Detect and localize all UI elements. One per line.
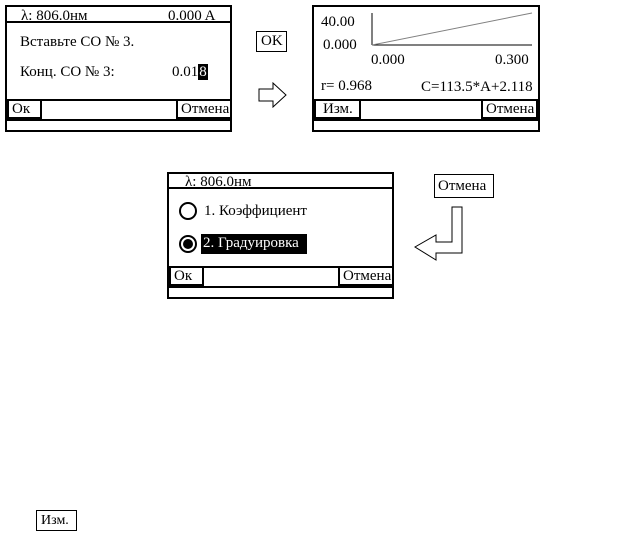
softkey-divider-top: [169, 266, 392, 268]
radio-calibration[interactable]: [179, 235, 197, 253]
cancel-key[interactable]: Отмена: [434, 174, 494, 198]
arrow-right-icon: [258, 82, 287, 108]
softkey-divider-top: [314, 99, 538, 101]
ok-key[interactable]: OK: [256, 31, 287, 52]
concentration-value: 0.01: [172, 64, 199, 80]
screen-concentration-entry: λ: 806.0нм 0.000 A Вставьте СО № 3. Конц…: [5, 5, 232, 132]
x-axis-min: 0.000: [371, 52, 405, 68]
screen-calibration-graph: 40.00 0.000 0.000 0.300 r= 0.968 C=113.5…: [312, 5, 540, 132]
concentration-input[interactable]: 0.018: [172, 64, 208, 80]
concentration-label: Конц. СО № 3:: [20, 64, 115, 80]
cancel-button[interactable]: Отмена: [338, 266, 394, 286]
y-axis-min: 0.000: [323, 37, 357, 53]
wavelength-readout: λ: 806.0нм: [21, 8, 88, 24]
option-coefficient[interactable]: 1. Коэффициент: [179, 201, 379, 223]
softkey-divider-top: [7, 99, 230, 101]
softkey-divider-bottom: [169, 286, 392, 288]
option-calibration-label: 2. Градуировка: [201, 234, 307, 254]
softkey-divider-bottom: [314, 119, 538, 121]
y-axis-max: 40.00: [321, 14, 355, 30]
radio-coefficient[interactable]: [179, 202, 197, 220]
calibration-equation: C=113.5*A+2.118: [421, 79, 533, 95]
header-divider: [169, 187, 392, 189]
cancel-button[interactable]: Отмена: [176, 99, 232, 119]
option-coefficient-label: 1. Коэффициент: [204, 203, 307, 219]
edit-button[interactable]: Изм.: [314, 99, 361, 119]
correlation-coefficient: r= 0.968: [321, 78, 372, 94]
cancel-button[interactable]: Отмена: [481, 99, 538, 119]
text-cursor: 8: [198, 64, 208, 80]
absorbance-readout: 0.000 A: [168, 8, 216, 24]
calibration-plot: [371, 12, 533, 46]
option-calibration[interactable]: 2. Градуировка: [179, 234, 379, 256]
calibration-line: [371, 12, 533, 46]
wavelength-readout: λ: 806.0нм: [185, 174, 252, 190]
ok-button[interactable]: Ок: [169, 266, 204, 286]
ok-button[interactable]: Ок: [7, 99, 42, 119]
x-axis-max: 0.300: [495, 52, 529, 68]
insert-sample-prompt: Вставьте СО № 3.: [20, 34, 135, 50]
screen-mode-selection: λ: 806.0нм 1. Коэффициент 2. Градуировка…: [167, 172, 394, 299]
return-arrow-icon: [414, 206, 463, 261]
softkey-divider-bottom: [7, 119, 230, 121]
header-divider: [7, 21, 230, 23]
edit-key[interactable]: Изм.: [36, 510, 77, 531]
